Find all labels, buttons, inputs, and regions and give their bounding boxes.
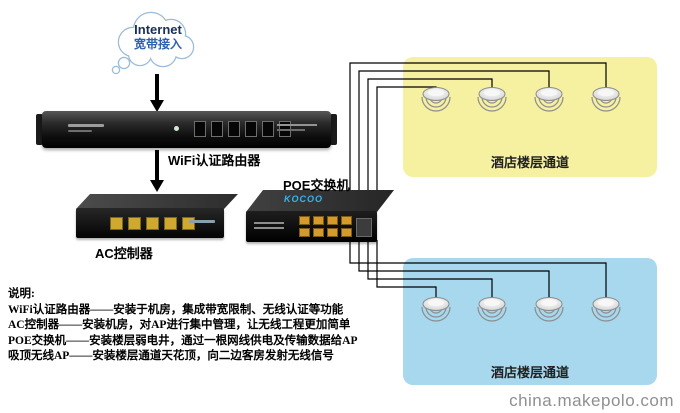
zone-top-label: 酒店楼层通道 <box>490 155 569 170</box>
watermark: china.makepolo.com <box>509 391 674 410</box>
poe-brand-logo: KOCOO <box>284 194 324 204</box>
port-icon <box>245 121 257 137</box>
broadband-access-label: 宽带接入 <box>133 37 182 51</box>
note-ac: AC控制器——安装机房，对AP进行集中管理，让无线工程更加简单 <box>8 319 351 331</box>
cloud-to-router-arrow-icon <box>150 74 164 112</box>
router-chassis <box>42 111 331 148</box>
port-icon <box>299 216 310 225</box>
ac-print <box>189 220 215 223</box>
note-poe: POE交换机——安装楼层弱电井，通过一根网线供电及传输数据给AP <box>8 334 358 347</box>
ac-top-face <box>76 194 238 209</box>
rack-ear-icon <box>36 114 43 145</box>
ac-front-face <box>76 208 224 238</box>
port-icon <box>164 217 177 230</box>
router-led-icon <box>174 126 179 131</box>
port-icon <box>327 228 338 237</box>
internet-label: Internet <box>134 22 182 37</box>
ac-ethernet-ports <box>110 217 195 230</box>
rack-ear-icon <box>330 114 337 145</box>
port-icon <box>313 228 324 237</box>
router-print <box>277 121 317 134</box>
port-icon <box>228 121 240 137</box>
port-icon <box>194 121 206 137</box>
legend-notes: 说明: WiFi认证路由器——安装于机房，集成带宽限制、无线认证等功能 AC控制… <box>8 287 357 365</box>
poe-switch-label: POE交换机 <box>283 178 350 193</box>
port-icon <box>211 121 223 137</box>
ac-controller-device <box>76 194 240 240</box>
zone-hotel-floor-bottom: 酒店楼层通道 <box>403 258 657 385</box>
port-icon <box>110 217 123 230</box>
ac-controller-label: AC控制器 <box>95 246 153 261</box>
poe-ethernet-ports <box>299 216 352 237</box>
poe-print <box>254 219 284 232</box>
port-icon <box>299 228 310 237</box>
port-icon <box>128 217 141 230</box>
zone-hotel-floor-top: 酒店楼层通道 <box>403 57 657 177</box>
zone-bottom-label: 酒店楼层通道 <box>490 365 569 380</box>
router-logo <box>68 124 104 127</box>
internet-cloud-label: Internet 宽带接入 <box>112 22 204 51</box>
port-icon <box>182 217 195 230</box>
note-ap: 吸顶无线AP——安装楼层通道天花顶，向二边客房发射无线信号 <box>8 350 334 362</box>
wifi-auth-router-label: WiFi认证路由器 <box>168 153 261 168</box>
poe-uplink-module <box>356 218 372 237</box>
port-icon <box>262 121 274 137</box>
port-icon <box>146 217 159 230</box>
port-icon <box>341 228 352 237</box>
note-router: WiFi认证路由器——安装于机房，集成带宽限制、无线认证等功能 <box>8 303 344 316</box>
port-icon <box>341 216 352 225</box>
poe-front-face <box>246 211 377 242</box>
router-to-ac-arrow-icon <box>150 150 164 192</box>
notes-heading: 说明: <box>8 288 35 300</box>
wifi-auth-router-device <box>36 111 337 148</box>
poe-switch-device: KOCOO <box>246 190 396 246</box>
router-logo <box>68 130 92 132</box>
port-icon <box>327 216 338 225</box>
port-icon <box>313 216 324 225</box>
